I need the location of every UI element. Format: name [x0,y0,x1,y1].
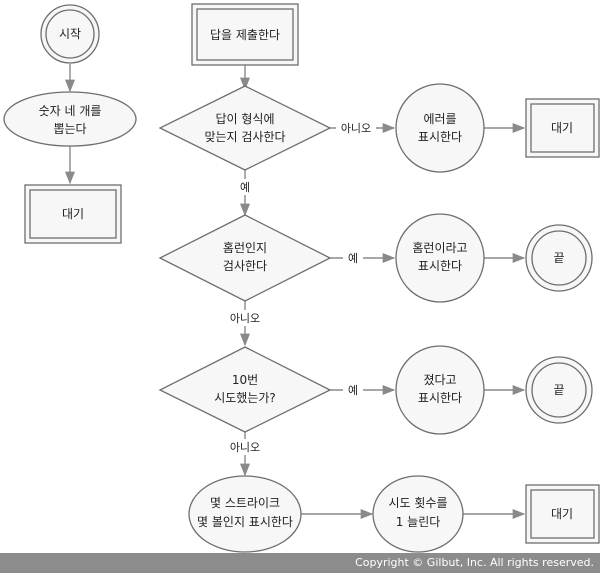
show-result-label-1: 몇 스트라이크 [210,496,280,510]
show-lose-node [395,345,485,435]
start-node [40,4,100,64]
edge-label-homerun-yes: 예 [348,252,358,265]
check-homerun-label-1: 홈런인지 [223,241,267,255]
increment-tries-label-1: 시도 횟수를 [388,496,447,510]
edge-label-homerun-no: 아니오 [230,312,260,325]
wait-error-node [525,98,600,158]
copyright-footer: Copyright © Gilbut, Inc. All rights rese… [0,553,600,573]
end-lose-node [525,356,593,424]
show-lose-label-2: 표시한다 [418,391,462,405]
check-homerun-label-2: 검사한다 [223,259,267,273]
edge-label-format-yes: 예 [240,181,250,194]
show-homerun-label-1: 홈런이라고 [412,241,467,255]
check-tries-label-2: 시도했는가? [214,391,276,405]
pick-numbers-label-1: 숫자 네 개를 [39,104,102,118]
end-homerun-node [525,224,593,292]
submit-label: 답을 제출한다 [210,28,280,42]
check-format-label-1: 답이 형식에 [215,112,274,126]
show-result-node [188,475,302,553]
submit-node [191,3,299,66]
wait-left-label: 대기 [62,207,84,221]
check-tries-label-1: 10번 [232,373,258,387]
check-format-label-2: 맞는지 검사한다 [204,130,285,144]
flowchart: 아니오 예 예 아니오 예 아니오 [3,3,600,553]
show-error-label-2: 표시한다 [418,130,462,144]
wait-left-node [24,184,122,244]
show-homerun-label-2: 표시한다 [418,259,462,273]
show-result-label-2: 몇 볼인지 표시한다 [197,515,293,529]
edge-label-tries-no: 아니오 [230,441,260,454]
increment-tries-node [372,475,464,553]
increment-tries-label-2: 1 늘린다 [396,515,441,529]
edge-label-bgs [225,120,376,455]
start-label: 시작 [59,27,81,41]
check-homerun-decision [158,214,332,302]
check-format-decision [158,85,332,171]
edge-label-tries-yes: 예 [348,384,358,397]
show-error-label-1: 에러를 [423,112,456,126]
pick-numbers-label-2: 뽑는다 [53,122,86,136]
end-lose-label: 끝 [553,383,564,397]
check-tries-decision [158,346,332,433]
wait-bottom-node [525,484,600,544]
edge-label-format-no: 아니오 [341,122,371,135]
wait-bottom-label: 대기 [551,507,573,521]
show-lose-label-1: 졌다고 [423,373,456,387]
wait-error-label: 대기 [551,121,573,135]
show-homerun-node [395,213,485,303]
show-error-node [395,83,485,173]
pick-numbers-node [3,91,137,147]
end-homerun-label: 끝 [553,251,564,265]
